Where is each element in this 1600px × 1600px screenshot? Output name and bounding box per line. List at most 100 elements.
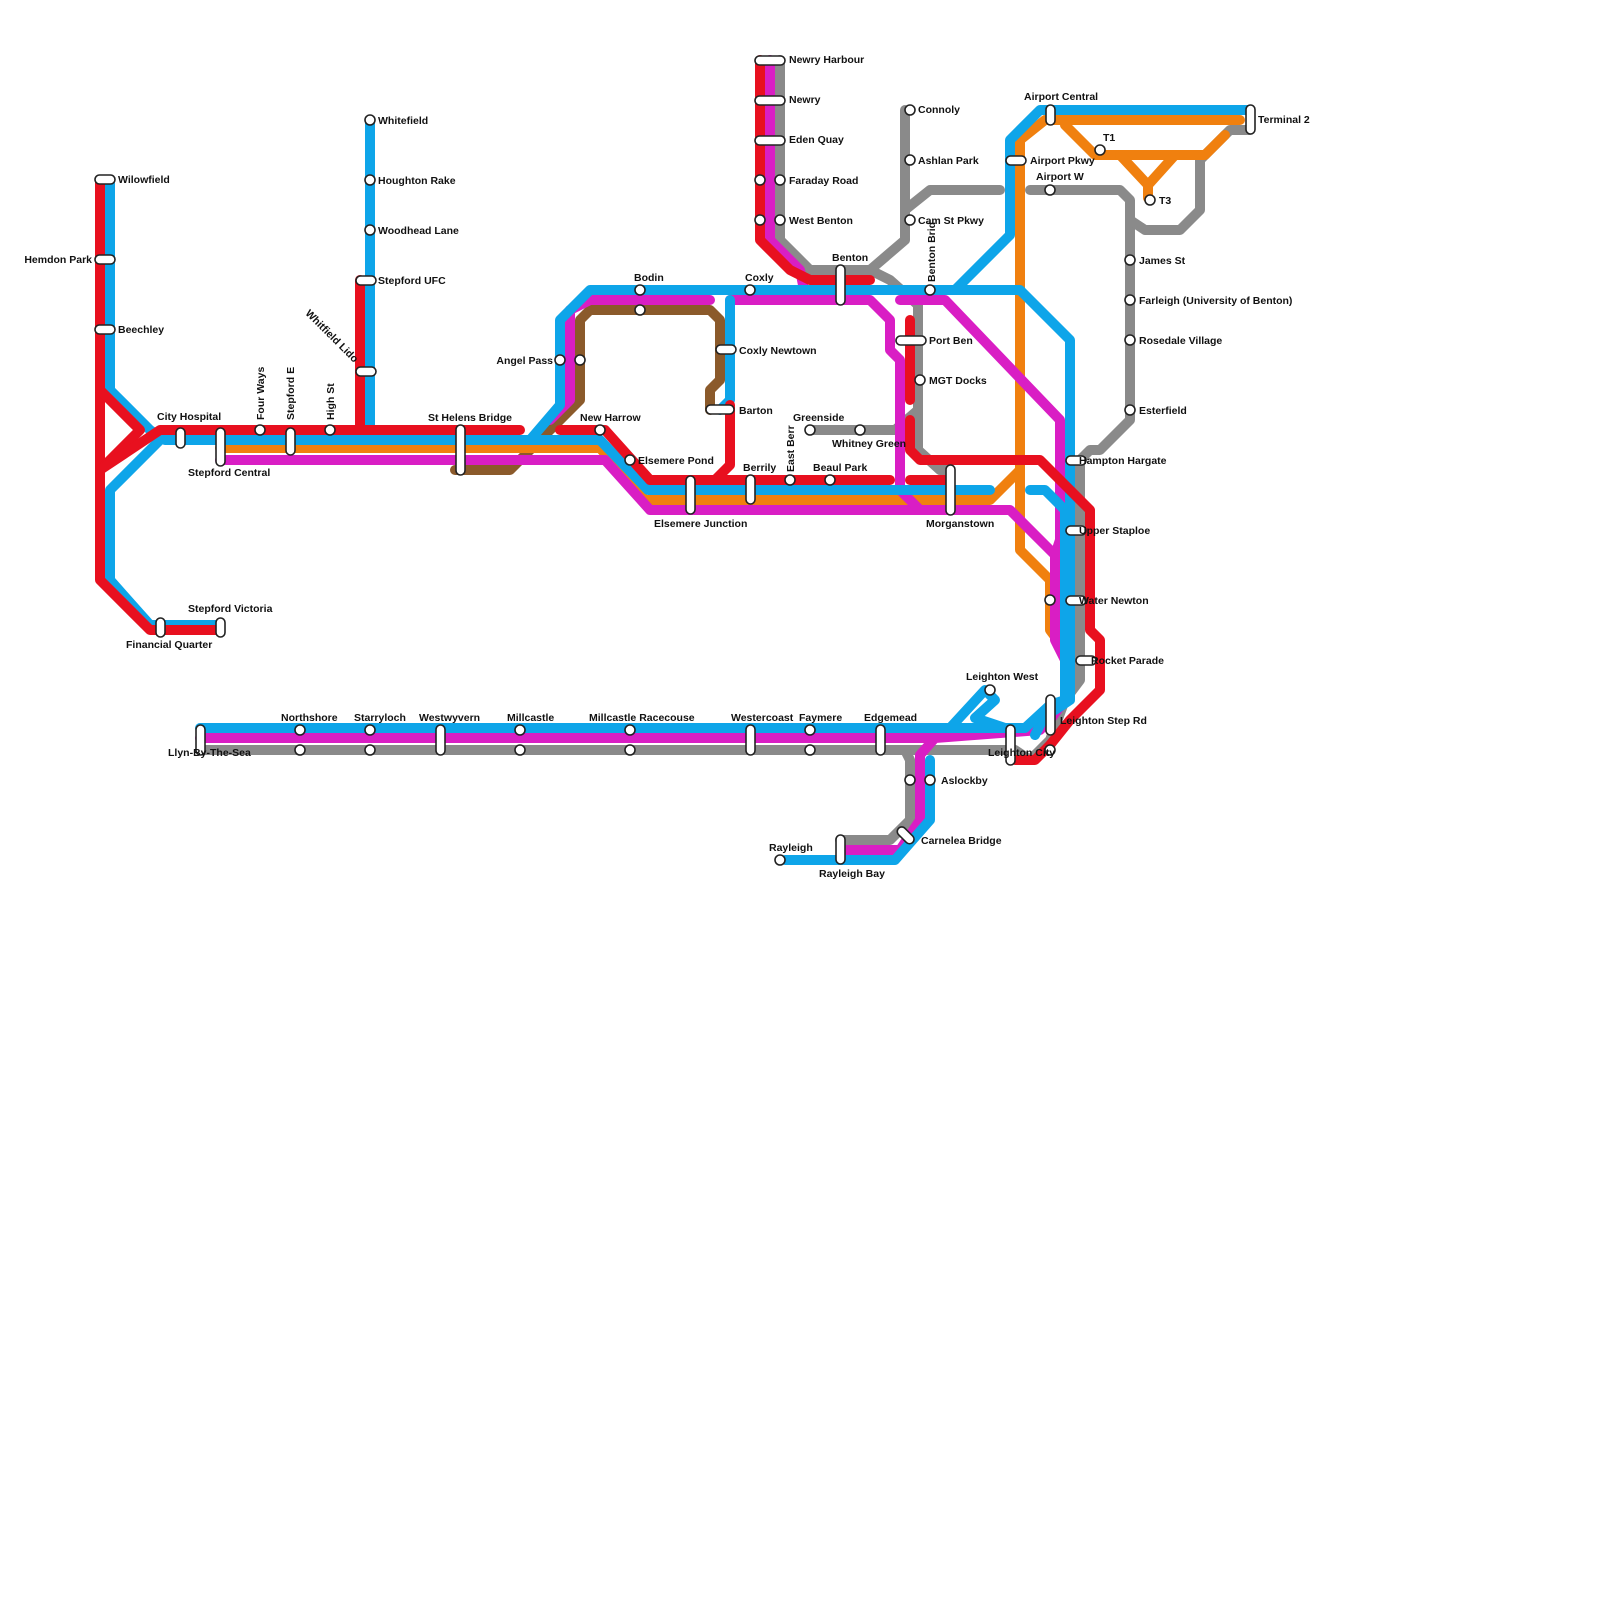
station-marker[interactable] xyxy=(1045,595,1055,605)
station-marker[interactable] xyxy=(95,175,115,184)
station-label: High St xyxy=(325,383,337,420)
station-marker[interactable] xyxy=(836,835,845,864)
station-label: Whitfield Lido xyxy=(303,308,361,366)
station-marker[interactable] xyxy=(1125,255,1135,265)
station-marker[interactable] xyxy=(915,375,925,385)
station-marker[interactable] xyxy=(755,175,765,185)
station-marker[interactable] xyxy=(295,725,305,735)
station-marker[interactable] xyxy=(836,265,845,305)
station-marker[interactable] xyxy=(1095,145,1105,155)
gray-line-ashlan xyxy=(905,190,1000,210)
station-marker[interactable] xyxy=(365,745,375,755)
blue-line-leighton-west xyxy=(950,690,1005,728)
station-marker[interactable] xyxy=(95,255,115,264)
station-marker[interactable] xyxy=(625,725,635,735)
station-label: Faymere xyxy=(799,712,842,724)
station-marker[interactable] xyxy=(625,745,635,755)
station-marker[interactable] xyxy=(686,476,695,514)
station-marker[interactable] xyxy=(515,745,525,755)
station-label: Millcastle xyxy=(507,712,554,724)
station-marker[interactable] xyxy=(785,475,795,485)
station-label: City Hospital xyxy=(157,411,221,423)
station-label: Beaul Park xyxy=(813,462,867,474)
station-marker[interactable] xyxy=(805,425,815,435)
station-marker[interactable] xyxy=(1046,105,1055,125)
station-marker[interactable] xyxy=(745,285,755,295)
station-marker[interactable] xyxy=(595,425,605,435)
station-marker[interactable] xyxy=(635,285,645,295)
station-label: Rayleigh xyxy=(769,842,813,854)
station-marker[interactable] xyxy=(716,345,736,354)
magenta-line-angel xyxy=(550,300,710,420)
station-marker[interactable] xyxy=(775,175,785,185)
station-label: Terminal 2 xyxy=(1258,114,1310,126)
station-marker[interactable] xyxy=(1125,405,1135,415)
station-marker[interactable] xyxy=(746,475,755,504)
station-marker[interactable] xyxy=(905,155,915,165)
station-label: Esterfield xyxy=(1139,405,1187,417)
station-label: Hampton Hargate xyxy=(1079,455,1167,467)
station-marker[interactable] xyxy=(295,745,305,755)
station-marker[interactable] xyxy=(1125,295,1135,305)
station-marker[interactable] xyxy=(876,725,885,755)
station-marker[interactable] xyxy=(625,455,635,465)
station-marker[interactable] xyxy=(755,56,785,65)
station-marker[interactable] xyxy=(456,425,465,475)
station-marker[interactable] xyxy=(896,336,926,345)
station-marker[interactable] xyxy=(156,618,165,637)
station-marker[interactable] xyxy=(985,685,995,695)
station-marker[interactable] xyxy=(1006,725,1015,765)
station-marker[interactable] xyxy=(1045,185,1055,195)
station-marker[interactable] xyxy=(755,136,785,145)
station-marker[interactable] xyxy=(365,175,375,185)
station-label: Beechley xyxy=(118,324,164,336)
station-marker[interactable] xyxy=(1246,105,1255,134)
station-marker[interactable] xyxy=(95,325,115,334)
station-marker[interactable] xyxy=(255,425,265,435)
station-marker[interactable] xyxy=(436,725,445,755)
station-marker[interactable] xyxy=(325,425,335,435)
station-marker[interactable] xyxy=(925,285,935,295)
station-marker[interactable] xyxy=(706,405,734,414)
station-marker[interactable] xyxy=(216,428,225,466)
station-marker[interactable] xyxy=(555,355,565,365)
station-label: Rocket Parade xyxy=(1091,655,1164,667)
station-marker[interactable] xyxy=(755,96,785,105)
station-marker[interactable] xyxy=(356,367,376,376)
station-label: Newry xyxy=(789,94,821,106)
station-marker[interactable] xyxy=(805,745,815,755)
station-marker[interactable] xyxy=(925,775,935,785)
station-marker[interactable] xyxy=(1046,695,1055,735)
station-marker[interactable] xyxy=(746,725,755,755)
station-marker[interactable] xyxy=(825,475,835,485)
station-label: Faraday Road xyxy=(789,175,858,187)
station-marker[interactable] xyxy=(905,215,915,225)
station-marker[interactable] xyxy=(905,775,915,785)
station-marker[interactable] xyxy=(1145,195,1155,205)
station-marker[interactable] xyxy=(356,276,376,285)
station-marker[interactable] xyxy=(755,215,765,225)
station-label: Angel Pass xyxy=(496,355,553,367)
station-marker[interactable] xyxy=(1125,335,1135,345)
station-marker[interactable] xyxy=(365,225,375,235)
station-marker[interactable] xyxy=(176,428,185,448)
station-marker[interactable] xyxy=(855,425,865,435)
station-marker[interactable] xyxy=(635,305,645,315)
station-label: Westwyvern xyxy=(419,712,480,724)
station-label: Westercoast xyxy=(731,712,794,724)
gray-line-rayleigh xyxy=(840,750,910,840)
station-marker[interactable] xyxy=(515,725,525,735)
station-marker[interactable] xyxy=(365,725,375,735)
station-marker[interactable] xyxy=(365,115,375,125)
station-marker[interactable] xyxy=(216,618,225,637)
station-marker[interactable] xyxy=(575,355,585,365)
station-label: Morganstown xyxy=(926,518,994,530)
station-marker[interactable] xyxy=(805,725,815,735)
station-marker[interactable] xyxy=(775,855,785,865)
station-marker[interactable] xyxy=(775,215,785,225)
station-marker[interactable] xyxy=(1006,156,1026,165)
station-marker[interactable] xyxy=(946,465,955,515)
station-marker[interactable] xyxy=(905,105,915,115)
station-marker[interactable] xyxy=(286,428,295,455)
station-label: East Berr xyxy=(785,425,797,472)
